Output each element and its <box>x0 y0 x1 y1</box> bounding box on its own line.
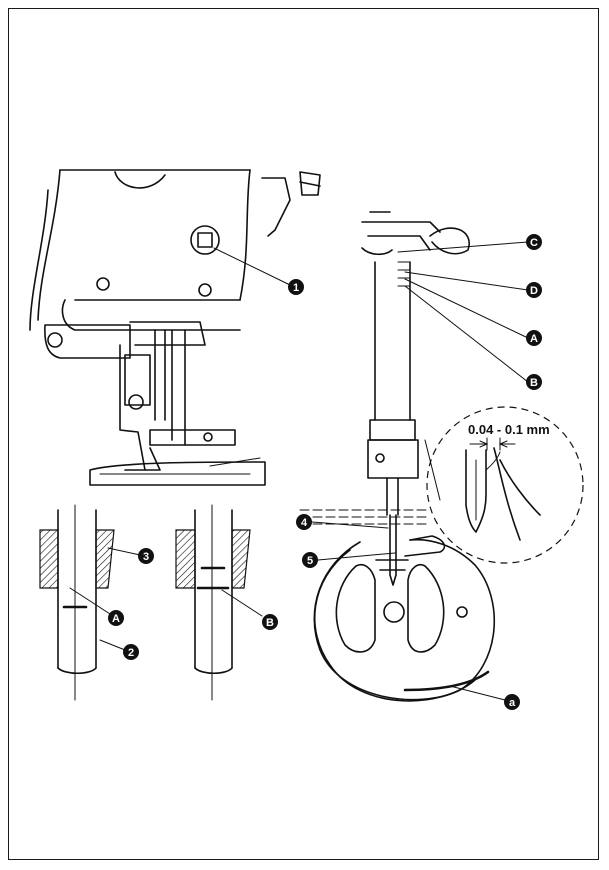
leader-line-a-right <box>404 278 529 339</box>
svg-text:B: B <box>530 377 538 389</box>
callout-1: 1 <box>288 279 304 295</box>
callout-a-hook: a <box>504 694 520 710</box>
page-border <box>8 8 599 860</box>
svg-text:3: 3 <box>143 551 149 563</box>
svg-text:5: 5 <box>307 555 313 567</box>
leader-line-b-right <box>404 285 529 383</box>
leader-line-5 <box>317 552 396 561</box>
leader-line-c <box>397 241 529 253</box>
clearance-dimension-label: 0.04 - 0.1 mm <box>468 422 550 437</box>
svg-text:2: 2 <box>128 647 134 659</box>
svg-text:4: 4 <box>301 517 308 529</box>
needle-bar-position-b-detail <box>175 504 263 701</box>
callout-a-right: A <box>526 330 542 346</box>
svg-text:D: D <box>530 285 538 297</box>
callout-a-left: A <box>108 610 124 626</box>
clearance-detail-view <box>424 406 584 564</box>
needle-bar-position-a-detail <box>39 504 141 701</box>
svg-text:1: 1 <box>293 282 299 294</box>
svg-text:a: a <box>509 697 516 709</box>
callout-d: D <box>526 282 542 298</box>
callout-b-left: B <box>262 614 278 630</box>
callout-2: 2 <box>123 644 139 660</box>
callout-b-right: B <box>526 374 542 390</box>
svg-text:A: A <box>112 613 120 625</box>
callout-4: 4 <box>296 514 312 530</box>
machine-head-illustration <box>29 169 321 486</box>
leader-line-1 <box>213 247 291 286</box>
callout-5: 5 <box>302 552 318 568</box>
svg-text:B: B <box>266 617 274 629</box>
rotary-hook-illustration <box>299 509 495 702</box>
leader-line-4 <box>311 521 389 529</box>
svg-text:C: C <box>530 237 538 249</box>
leader-line-d <box>404 271 529 291</box>
svg-text:A: A <box>530 333 538 345</box>
leader-line-a-hook <box>449 685 506 701</box>
callout-c: C <box>526 234 542 250</box>
needle-bar-illustration <box>361 211 470 586</box>
callout-3: 3 <box>138 548 154 564</box>
